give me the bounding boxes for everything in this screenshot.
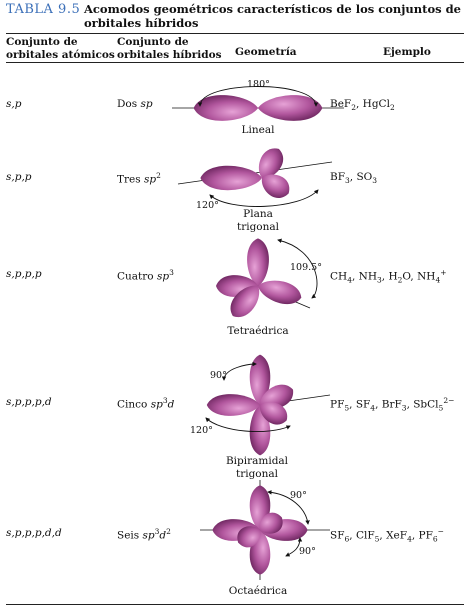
- header-atomic-line1: Conjunto de: [6, 36, 78, 48]
- row1-angle: 180°: [247, 79, 270, 90]
- bottom-rule: [6, 604, 464, 605]
- row2-example: BF3, SO3: [330, 171, 378, 186]
- row4-angle-120: 120°: [190, 425, 213, 436]
- row4-angle-90: 90°: [210, 370, 227, 381]
- row3-geometry: Tetraédrica: [227, 325, 289, 337]
- row5-geometry: Octaédrica: [228, 585, 288, 597]
- angle-arc-90-bottom: [285, 537, 303, 557]
- angle-arc-120b: [205, 417, 291, 432]
- header-atomic: Conjunto de orbitales atómicos: [6, 36, 115, 62]
- row2-hybrid: Tres sp2: [117, 171, 161, 186]
- angle-arc-109: [277, 238, 318, 299]
- header-hybrid: Conjunto de orbitales híbridos: [117, 36, 222, 62]
- header-atomic-line2: orbitales atómicos: [6, 49, 115, 61]
- angle-arc-90-top: [267, 490, 310, 525]
- header-hybrid-line1: Conjunto de: [117, 36, 189, 48]
- table-title: Acomodos geométricos característicos de …: [84, 2, 461, 30]
- row3-angle: 109.5°: [290, 262, 322, 273]
- row1-example: BeF2, HgCl2: [330, 98, 395, 113]
- row1-hybrid: Dos sp: [117, 98, 153, 110]
- angle-arc-120: [209, 189, 319, 207]
- row5-example: SF6, ClF5, XeF4, PF6−: [330, 527, 444, 544]
- orbital-tetrahedral: [216, 238, 311, 324]
- orbital-trigonal: [177, 143, 333, 203]
- angle-arc-90: [221, 361, 257, 381]
- angle-arc-180: [197, 86, 319, 107]
- row5-hybrid: Seis sp3d2: [117, 527, 171, 542]
- row2-angle: 120°: [196, 200, 219, 211]
- header-rule: [6, 62, 464, 63]
- row3-example: CH4, NH3, H2O, NH4+: [330, 268, 447, 285]
- top-rule: [6, 33, 464, 34]
- row4-hybrid: Cinco sp3d: [117, 396, 175, 411]
- row5-angle-top: 90°: [290, 490, 307, 501]
- row4-atomic: s,p,p,p,d: [6, 396, 52, 408]
- row1-atomic: s,p: [6, 98, 22, 110]
- row3-hybrid: Cuatro sp3: [117, 268, 174, 283]
- orbital-octahedral: [200, 480, 330, 580]
- row4-example: PF5, SF4, BrF3, SbCl52−: [330, 396, 455, 413]
- row5-angle-bottom: 90°: [299, 546, 316, 557]
- orbital-linear: [172, 95, 344, 121]
- orbital-bipyramidal: [206, 354, 331, 456]
- header-hybrid-line2: orbitales híbridos: [117, 49, 222, 61]
- header-example: Ejemplo: [383, 46, 431, 58]
- row3-atomic: s,p,p,p: [6, 268, 42, 280]
- table-label: TABLA 9.5: [6, 2, 81, 17]
- row2-atomic: s,p,p: [6, 171, 32, 183]
- row5-atomic: s,p,p,p,d,d: [6, 527, 62, 539]
- header-geometry: Geometría: [235, 46, 297, 58]
- row1-geometry: Lineal: [241, 124, 275, 136]
